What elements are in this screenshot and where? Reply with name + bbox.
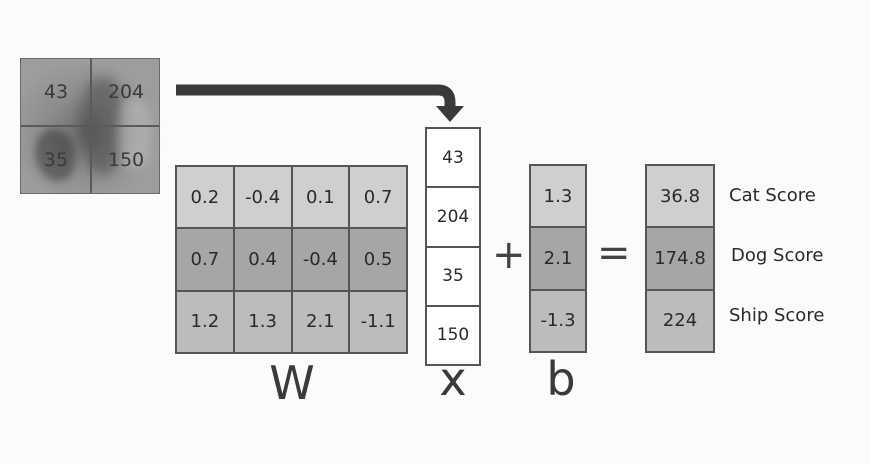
input-image-patch: 43 204 35 150 — [20, 58, 160, 194]
bias-vector-b: 1.3 2.1 -1.3 — [529, 164, 587, 353]
w-cell: 0.4 — [233, 228, 292, 291]
w-cell: -0.4 — [233, 166, 292, 229]
w-cell: 2.1 — [291, 290, 350, 353]
pixel-value: 150 — [107, 149, 145, 171]
equals-operator: = — [597, 230, 631, 276]
pixel-value: 35 — [43, 149, 69, 171]
w-cell: 0.1 — [291, 166, 350, 229]
ship-score-label: Ship Score — [729, 305, 825, 326]
b-symbol: b — [546, 352, 576, 406]
score-cell: 224 — [646, 289, 714, 352]
w-cell: 0.7 — [176, 228, 234, 291]
score-cell: 36.8 — [646, 165, 714, 228]
flatten-arrow — [176, 84, 464, 122]
w-symbol: W — [269, 356, 315, 410]
scores-vector: 36.8 174.8 224 — [645, 164, 715, 353]
pixel-value: 43 — [43, 81, 69, 103]
image-blur-shape — [35, 129, 75, 181]
input-vector-x: 43 204 35 150 — [425, 127, 481, 366]
w-cell: -0.4 — [291, 228, 350, 291]
w-cell: 1.2 — [176, 290, 234, 353]
plus-operator: + — [492, 232, 526, 278]
w-cell: 0.7 — [349, 166, 407, 229]
pixel-grid-line — [21, 125, 159, 127]
x-symbol: x — [439, 352, 467, 406]
w-cell: 1.3 — [233, 290, 292, 353]
b-cell: -1.3 — [530, 289, 586, 352]
dog-score-label: Dog Score — [731, 245, 824, 266]
x-cell: 204 — [426, 187, 480, 247]
x-cell: 35 — [426, 246, 480, 306]
b-cell: 2.1 — [530, 227, 586, 290]
x-cell: 150 — [426, 305, 480, 365]
image-blur-shape — [117, 99, 151, 169]
w-cell: 0.2 — [176, 166, 234, 229]
w-cell: 0.5 — [349, 228, 407, 291]
w-cell: -1.1 — [349, 290, 407, 353]
cat-score-label: Cat Score — [729, 185, 816, 206]
weight-matrix-w: 0.2 -0.4 0.1 0.7 0.7 0.4 -0.4 0.5 1.2 1.… — [175, 165, 408, 354]
pixel-value: 204 — [107, 81, 145, 103]
score-cell: 174.8 — [646, 227, 714, 290]
b-cell: 1.3 — [530, 165, 586, 228]
x-cell: 43 — [426, 128, 480, 188]
